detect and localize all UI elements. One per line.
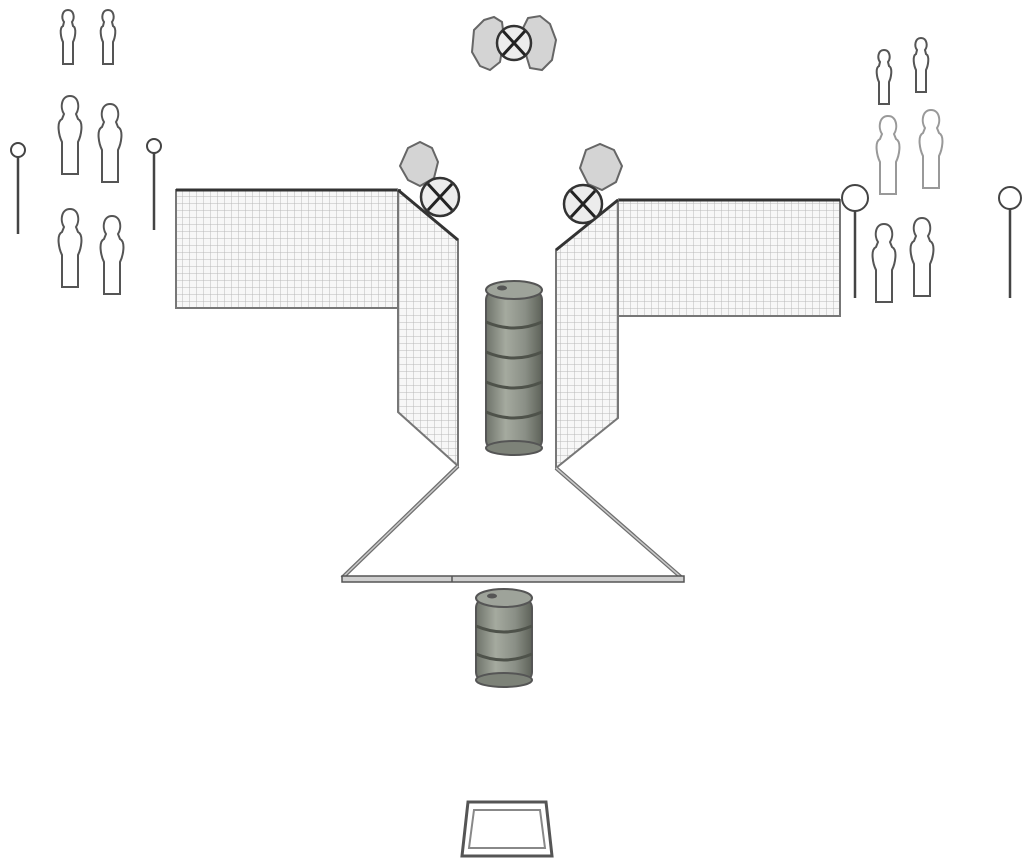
- figure-right-3: [875, 115, 901, 195]
- right-figure-group: [871, 37, 944, 303]
- right-back-wall: [617, 198, 841, 317]
- figure-left-6: [99, 215, 125, 295]
- right-side-wall: [555, 197, 619, 471]
- figure-right-6: [909, 217, 935, 297]
- left-figure-group: [57, 9, 125, 295]
- figure-left-2: [99, 9, 117, 65]
- figure-right-2: [912, 37, 930, 93]
- figure-left-4: [97, 103, 123, 183]
- figure-right-5: [871, 223, 897, 303]
- barrel-icon-stack: [485, 280, 543, 456]
- figure-right-1: [875, 49, 893, 105]
- left-side-wall: [397, 187, 459, 469]
- cone-x-icon-top: [470, 14, 558, 72]
- barrel-icon-single: [475, 588, 533, 688]
- marker-right-outer: [998, 186, 1022, 298]
- left-back-wall: [175, 188, 401, 309]
- marker-left-inner: [146, 138, 162, 230]
- bucket-icon: [460, 800, 554, 858]
- figure-left-3: [57, 95, 83, 175]
- cone-x-icon-right: [562, 142, 624, 225]
- marker-left-outer: [10, 142, 26, 234]
- figure-left-1: [59, 9, 77, 65]
- funnel-rails: [340, 464, 685, 583]
- figure-left-5: [57, 208, 83, 288]
- figure-right-4: [918, 109, 944, 189]
- marker-right-inner: [841, 184, 869, 298]
- cone-x-icon-left: [398, 140, 461, 218]
